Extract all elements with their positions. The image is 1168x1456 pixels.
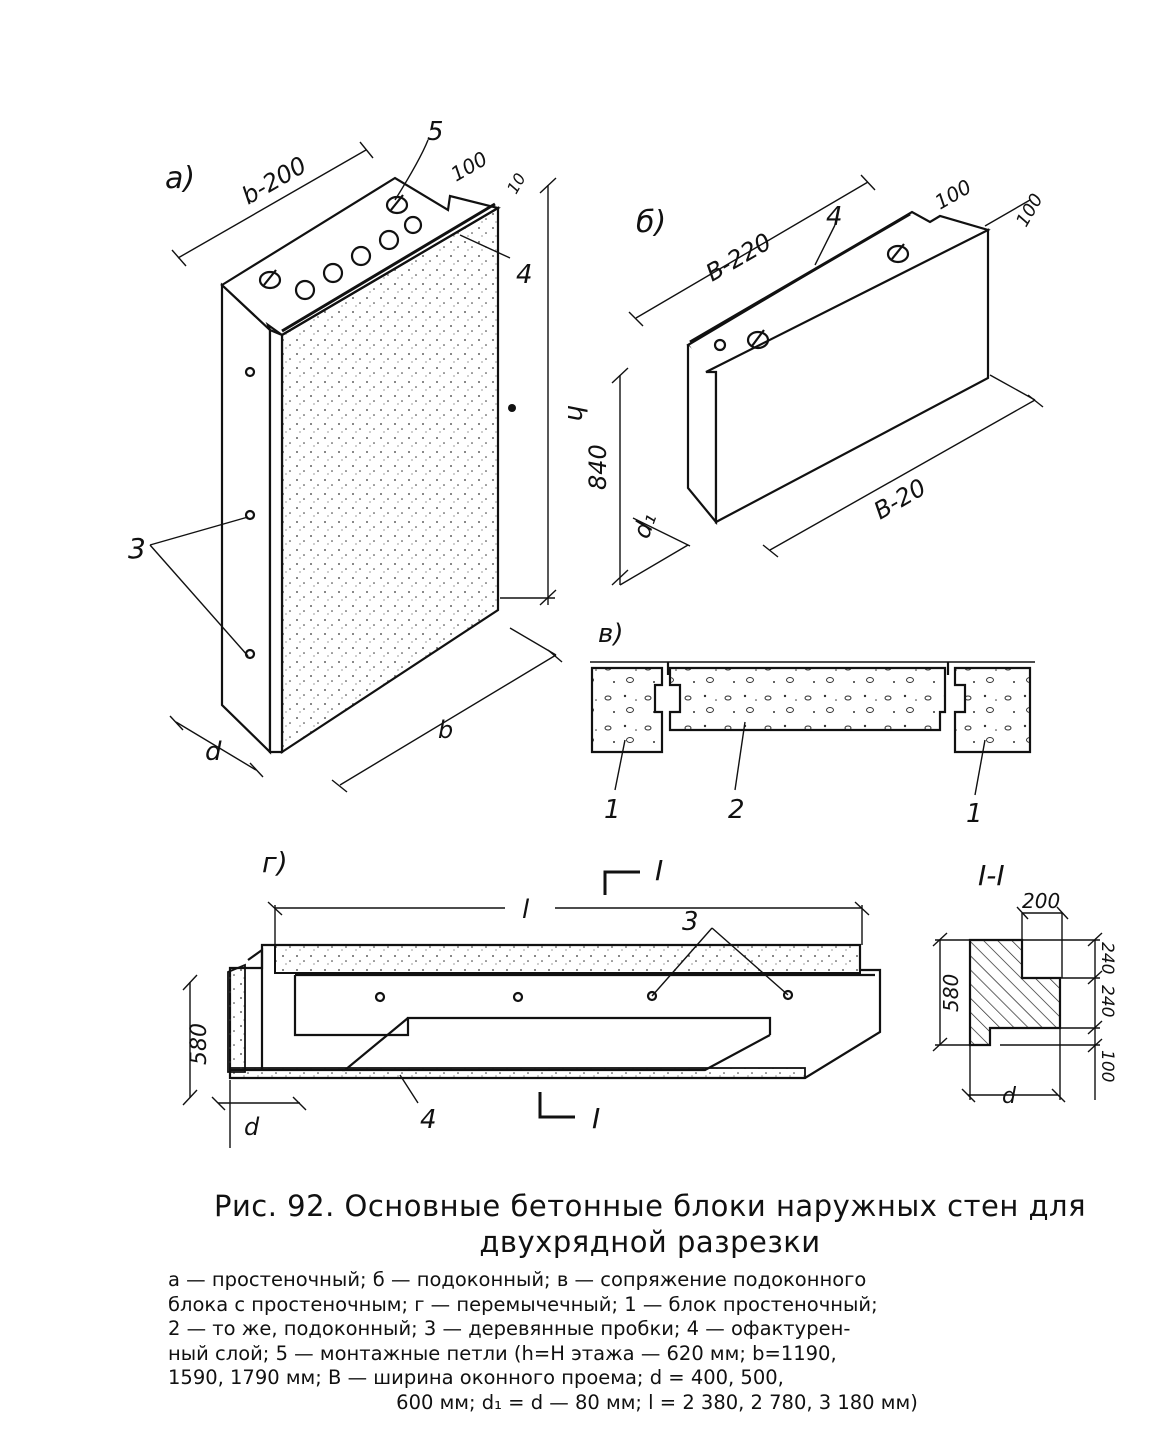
label-g: г) — [262, 846, 288, 879]
callout-1-left: 1 — [604, 795, 621, 825]
dim-100-b2: 100 — [1012, 190, 1047, 230]
callout-3-a: 3 — [128, 532, 146, 565]
block-a-drawing — [220, 176, 501, 755]
dim-240-s2: 240 — [1097, 985, 1117, 1017]
callout-4-a: 4 — [516, 260, 533, 290]
section-dimensions — [932, 906, 1103, 1103]
callout-5: 5 — [427, 117, 444, 147]
caption-title-line-2: двухрядной разрезки — [479, 1225, 821, 1259]
dim-10-a: 10 — [503, 170, 530, 197]
section-label: I-I — [978, 859, 1005, 892]
caption-line: 600 мм; d₁ = d — 80 мм; l = 2 380, 2 780… — [396, 1390, 918, 1414]
block-g-drawing — [227, 943, 882, 1080]
callout-2: 2 — [728, 795, 745, 825]
dim-240-s1: 240 — [1097, 942, 1117, 974]
dim-200-s: 200 — [1022, 889, 1060, 913]
block-g-dimensions — [182, 870, 870, 1148]
label-v: в) — [598, 619, 623, 649]
dim-B220: B-220 — [701, 228, 776, 288]
figure-drawing: а) b-200 100 10 h b d 5 4 3 б) B-220 100… — [128, 117, 1117, 1148]
dim-B20: B-20 — [869, 473, 931, 525]
dim-d-s: d — [1002, 1084, 1017, 1109]
dot-mark — [508, 404, 516, 412]
label-b: б) — [636, 205, 666, 240]
dim-l: l — [522, 895, 530, 925]
dim-580-s: 580 — [939, 974, 963, 1012]
caption-line: ный слой; 5 — монтажные петли (h=H этажа… — [168, 1341, 837, 1365]
block-b-dimensions — [611, 174, 1044, 586]
caption-line: 1590, 1790 мм; В — ширина оконного проем… — [168, 1366, 784, 1389]
caption-line: 2 — то же, подоконный; 3 — деревянные пр… — [168, 1317, 851, 1340]
dim-580-g: 580 — [187, 1023, 212, 1065]
dim-100-b1: 100 — [931, 174, 976, 214]
dim-d1: d₁ — [627, 509, 662, 542]
figure-caption-title: Рис. 92. Основные бетонные блоки наружны… — [150, 1188, 1150, 1260]
dim-b200: b-200 — [237, 151, 311, 210]
block-a-dimensions — [149, 139, 563, 793]
section-drawing — [968, 938, 1062, 1047]
caption-line: а — простеночный; б — подоконный; в — со… — [168, 1268, 867, 1291]
dim-b: b — [438, 716, 453, 744]
block-b-drawing — [686, 210, 991, 526]
label-a: а) — [165, 161, 195, 196]
figure-caption-legend: а — простеночный; б — подоконный; в — со… — [168, 1268, 1146, 1415]
caption-title-line-1: Рис. 92. Основные бетонные блоки наружны… — [213, 1189, 1087, 1223]
dim-100-s: 100 — [1097, 1050, 1117, 1082]
callout-3-g: 3 — [682, 907, 699, 937]
dim-100-a: 100 — [447, 146, 492, 186]
callout-4-b: 4 — [826, 202, 843, 232]
callout-4-g: 4 — [420, 1105, 437, 1135]
caption-line: блока с простеночным; г — перемычечный; … — [168, 1292, 878, 1316]
dim-840: 840 — [584, 444, 612, 490]
joint-v-callouts — [614, 721, 986, 796]
cut-mark-top: I — [655, 854, 663, 887]
dim-d-g: d — [244, 1113, 260, 1141]
cut-mark-bottom: I — [592, 1102, 600, 1135]
dim-d-a: d — [205, 737, 222, 767]
callout-1-right: 1 — [966, 799, 983, 829]
dim-h: h — [561, 405, 591, 421]
joint-v-drawing — [590, 661, 1035, 754]
